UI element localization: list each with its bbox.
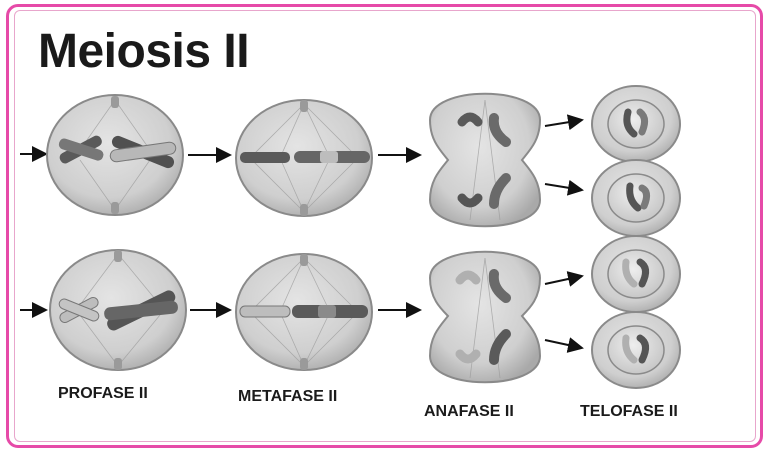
label-anafase: ANAFASE II	[424, 403, 514, 421]
anafase-cell-bottom	[430, 252, 540, 383]
profase-cell-top	[47, 95, 183, 215]
telofase-cell-1	[592, 86, 680, 162]
row-top	[20, 86, 680, 236]
metafase-cell-bottom	[236, 254, 372, 370]
anafase-cell-top	[430, 94, 540, 227]
telofase-cell-4	[592, 312, 680, 388]
label-telofase: TELOFASE II	[580, 403, 678, 421]
telofase-cell-2	[592, 160, 680, 236]
row-bottom	[20, 236, 680, 388]
label-profase: PROFASE II	[58, 385, 148, 403]
profase-cell-bottom	[50, 250, 186, 370]
metafase-cell-top	[236, 100, 372, 216]
label-metafase: METAFASE II	[238, 388, 337, 406]
telofase-cell-3	[592, 236, 680, 312]
